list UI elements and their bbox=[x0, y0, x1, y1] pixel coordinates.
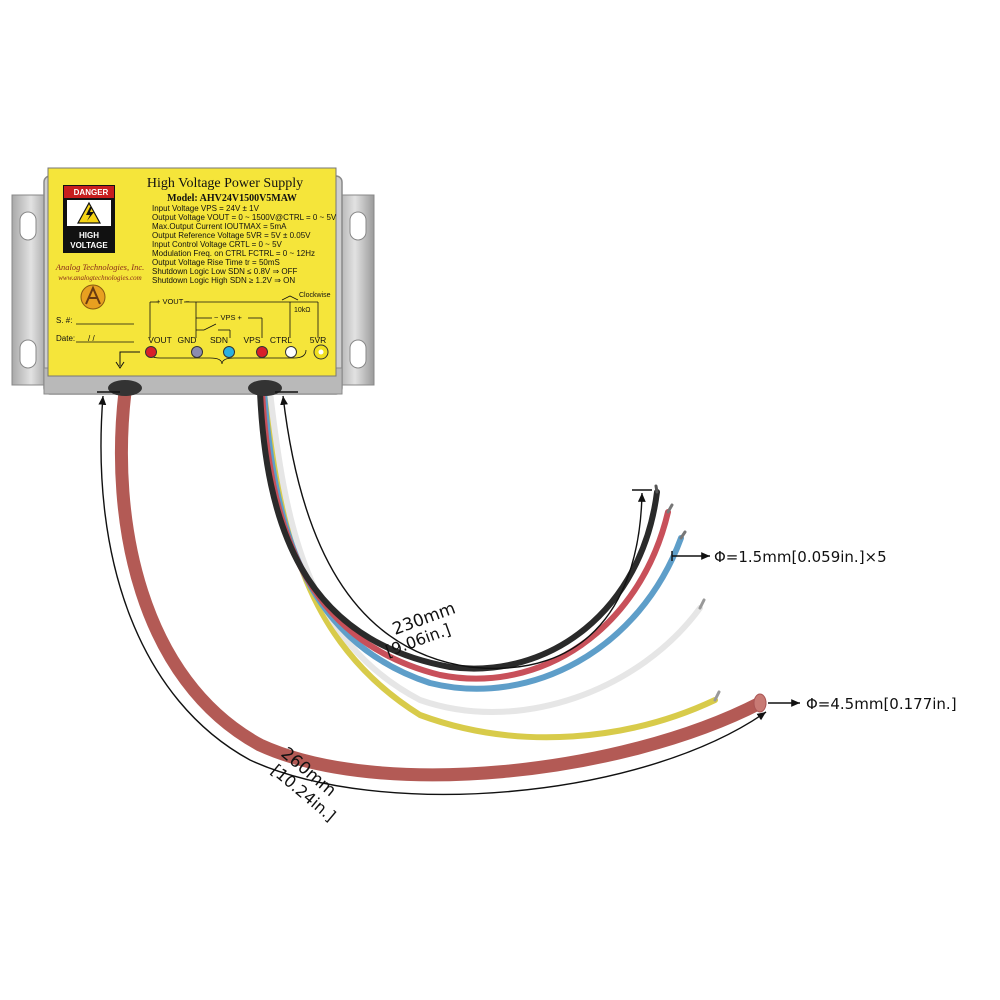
hv-cable-grommet bbox=[108, 380, 142, 396]
serial-label: S. #: bbox=[56, 316, 72, 325]
pin-labels: VOUT GND SDN VPS CTRL 5VR bbox=[148, 335, 326, 345]
spec-line: Max.Output Current IOUTMAX = 5mA bbox=[152, 222, 287, 231]
spec-line: Input Control Voltage CRTL = 0 ~ 5V bbox=[152, 240, 283, 249]
company-logo bbox=[80, 284, 106, 310]
vout-arrow-icon bbox=[115, 351, 140, 369]
pin-dots bbox=[145, 344, 329, 360]
spec-line: Modulation Freq. on CTRL FCTRL = 0 ~ 12H… bbox=[152, 249, 315, 258]
company-website: www.analogtechnologies.com bbox=[58, 274, 141, 282]
spec-line: Shutdown Logic Low SDN ≤ 0.8V ⇒ OFF bbox=[152, 267, 297, 276]
hv-cable-end bbox=[753, 693, 767, 713]
spec-line: Shutdown Logic High SDN ≥ 1.2V ⇒ ON bbox=[152, 276, 295, 285]
pin-label-sdn: SDN bbox=[210, 335, 228, 345]
wire-bundle bbox=[257, 389, 718, 741]
pin-label-gnd: GND bbox=[178, 335, 197, 345]
pot-value-label: 10kΩ bbox=[294, 307, 311, 314]
pin-label-ctrl: CTRL bbox=[270, 335, 292, 345]
company-name: Analog Technologies, Inc. bbox=[55, 262, 144, 272]
hv-cable-diameter: Φ=4.5mm[0.177in.] bbox=[806, 695, 957, 713]
logo-a-icon bbox=[85, 285, 101, 305]
spec-line: Output Reference Voltage 5VR = 5V ± 0.05… bbox=[152, 231, 311, 240]
pin-label-vps: VPS bbox=[243, 335, 260, 345]
pin-schematic bbox=[147, 295, 319, 365]
pin-label-vout: VOUT bbox=[148, 335, 172, 345]
hv-cable-length-dimension bbox=[98, 395, 767, 796]
danger-text: DANGER bbox=[74, 188, 109, 197]
pin-dot-vout bbox=[145, 346, 157, 358]
lightning-bolt-icon bbox=[86, 207, 94, 221]
spec-list: Input Voltage VPS = 24V ± 1V Output Volt… bbox=[152, 204, 337, 285]
wire-grommet bbox=[248, 380, 282, 396]
wire-blue bbox=[261, 389, 684, 692]
voltage-text: VOLTAGE bbox=[70, 241, 108, 250]
pin-label-5vr: 5VR bbox=[310, 335, 327, 345]
spec-line: Output Voltage Rise Time tr = 50mS bbox=[152, 258, 280, 267]
wire-red bbox=[259, 389, 671, 682]
thin-wire-diameter: Φ=1.5mm[0.059in.]×5 bbox=[714, 548, 887, 566]
label-model: Model: AHV24V1500V5MAW bbox=[167, 193, 297, 204]
pin-dot-gnd bbox=[191, 346, 203, 358]
pin-dot-sdn bbox=[223, 346, 235, 358]
pin-dot-ctrl bbox=[285, 346, 297, 358]
clockwise-label: Clockwise bbox=[299, 292, 331, 299]
spec-line: Output Voltage VOUT = 0 ~ 1500V@CTRL = 0… bbox=[152, 213, 337, 222]
high-text: HIGH bbox=[79, 231, 99, 240]
vps-bracket-label: − VPS + bbox=[214, 313, 243, 322]
danger-sign: DANGER HIGH VOLTAGE bbox=[63, 185, 115, 253]
spec-line: Input Voltage VPS = 24V ± 1V bbox=[152, 204, 260, 213]
date-slashes: / / bbox=[88, 334, 95, 343]
vout-bracket-label: + VOUT − bbox=[156, 297, 190, 306]
date-label: Date: bbox=[56, 334, 75, 343]
pin-dot-vps bbox=[256, 346, 268, 358]
label-title: High Voltage Power Supply bbox=[147, 176, 303, 191]
wire-black bbox=[257, 389, 660, 672]
dimension-lines bbox=[97, 391, 800, 796]
